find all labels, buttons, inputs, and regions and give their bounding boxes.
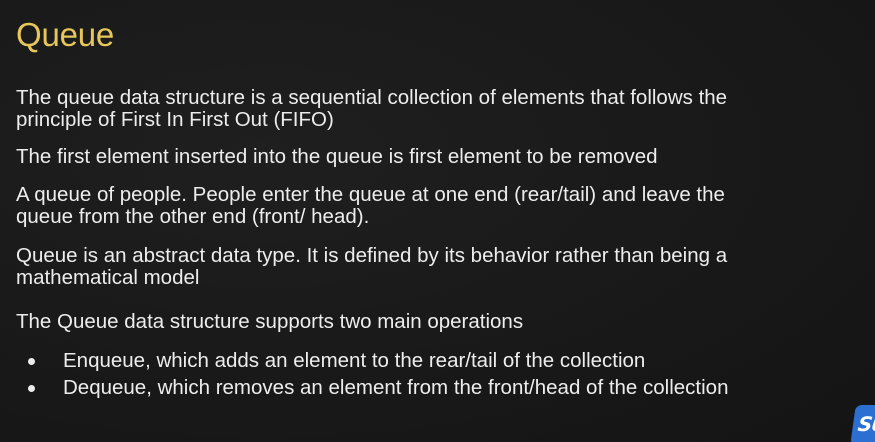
paragraph-fifo-definition: The queue data structure is a sequential…	[16, 87, 727, 131]
slide-title: Queue	[16, 16, 115, 53]
paragraph-abstract-data-type: Queue is an abstract data type. It is de…	[16, 245, 727, 289]
logo-text: SU	[856, 412, 875, 436]
bullet-dot-icon	[28, 385, 35, 392]
paragraph-queue-of-people: A queue of people. People enter the queu…	[16, 184, 725, 228]
paragraph-line: The first element inserted into the queu…	[16, 145, 658, 168]
paragraph-line: principle of First In First Out (FIFO)	[16, 108, 334, 131]
channel-logo-icon: SU	[850, 405, 875, 442]
paragraph-line: mathematical model	[16, 266, 200, 289]
paragraph-main-operations: The Queue data structure supports two ma…	[16, 311, 523, 333]
bullet-dot-icon	[28, 358, 35, 365]
paragraph-line: queue from the other end (front/ head).	[16, 205, 370, 228]
list-item-text: Enqueue, which adds an element to the re…	[63, 349, 646, 372]
paragraph-line: A queue of people. People enter the queu…	[16, 183, 725, 206]
paragraph-line: The Queue data structure supports two ma…	[16, 310, 524, 333]
paragraph-line: The queue data structure is a sequential…	[16, 86, 728, 109]
paragraph-line: Queue is an abstract data type. It is de…	[16, 244, 728, 267]
paragraph-first-element: The first element inserted into the queu…	[16, 146, 658, 168]
list-item-text: Dequeue, which removes an element from t…	[63, 376, 729, 399]
